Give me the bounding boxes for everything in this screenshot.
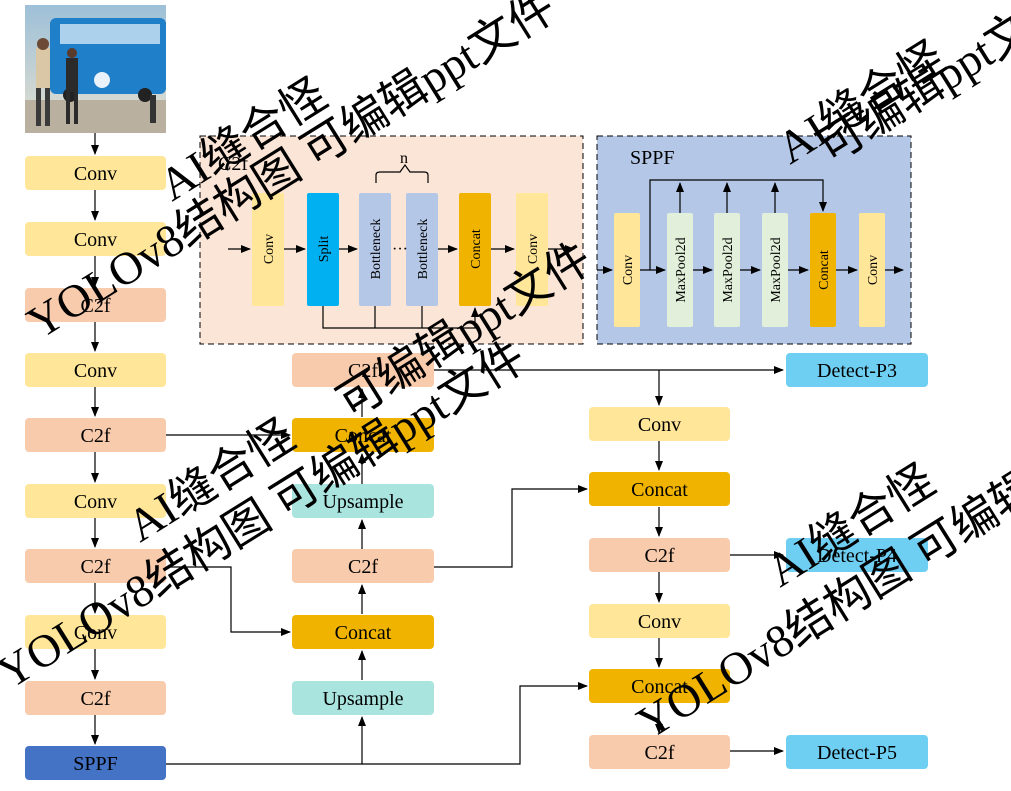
- sppf-panel-maxpool-1: [667, 213, 693, 327]
- backbone-label-3: C2f: [81, 295, 111, 317]
- backbone-node-1: [25, 156, 166, 190]
- input-image: [25, 5, 166, 133]
- head: Conv Concat C2f Conv Concat C2f: [589, 407, 730, 769]
- head-conv-a-label: Conv: [638, 414, 681, 436]
- c2f-panel-concat-label: Concat: [469, 229, 484, 269]
- detect-p4-label: Detect-P4: [817, 545, 897, 567]
- head-conv-b: [589, 604, 730, 638]
- connectors: [91, 133, 784, 765]
- c2f-panel-conv-out-label: Conv: [526, 234, 541, 264]
- c2f-panel-split-label: Split: [317, 236, 332, 263]
- detect-p5: [786, 735, 928, 769]
- n-brace: [375, 163, 429, 183]
- neck-upsample-a: [292, 484, 434, 518]
- backbone-node-2: [25, 222, 166, 256]
- detect-p3-label: Detect-P3: [817, 360, 897, 382]
- c2f-panel-concat: [459, 193, 491, 306]
- neck-c2f-mid-label: C2f: [348, 556, 378, 578]
- sppf-panel-conv-out-label: Conv: [866, 255, 881, 285]
- head-concat-a: [589, 472, 730, 506]
- backbone-node-3: [25, 288, 166, 322]
- neck-c2f-top-label: C2f: [348, 360, 378, 382]
- c2f-panel-conv-in: [252, 193, 284, 306]
- head-c2f-a: [589, 538, 730, 572]
- neck-c2f-mid: [292, 549, 434, 583]
- backbone-node-5: [25, 418, 166, 452]
- backbone-label-5: C2f: [81, 425, 111, 447]
- sppf-panel-maxpool-1-label: MaxPool2d: [674, 237, 689, 302]
- backbone-label-9: C2f: [81, 688, 111, 710]
- sppf-panel-maxpool-3: [762, 213, 788, 327]
- head-concat-a-label: Concat: [631, 479, 688, 501]
- neck-concat-a-label: Concat: [335, 425, 392, 447]
- detect-heads: Detect-P3 Detect-P4 Detect-P5: [786, 353, 928, 769]
- neck-upsample-b: [292, 681, 434, 715]
- c2f-panel-bottleneck-2-label: Bottleneck: [416, 219, 431, 280]
- detect-p3: [786, 353, 928, 387]
- neck-c2f-top: [292, 353, 434, 387]
- sppf-panel-concat-label: Concat: [817, 250, 832, 290]
- c2f-panel-bottleneck-2: [406, 193, 438, 306]
- sppf-panel-conv-in: [614, 213, 640, 327]
- neck-concat-b: [292, 615, 434, 649]
- backbone-label-8: Conv: [74, 622, 117, 644]
- c2f-panel-title: C2f: [218, 153, 248, 175]
- neck-upsample-b-label: Upsample: [322, 688, 403, 710]
- backbone-node-8: [25, 615, 166, 649]
- backbone: Conv Conv C2f Conv C2f Conv C2f Conv C2f…: [25, 156, 166, 780]
- sppf-panel-maxpool-3-label: MaxPool2d: [769, 237, 784, 302]
- c2f-panel-bottleneck-1-label: Bottleneck: [369, 219, 384, 280]
- head-concat-b: [589, 669, 730, 703]
- n-repeat-label: n: [400, 150, 408, 167]
- c2f-panel-split: [307, 193, 339, 306]
- c2f-panel-conv-in-label: Conv: [262, 234, 277, 264]
- c2f-panel-bottleneck-1: [359, 193, 391, 306]
- head-c2f-b-label: C2f: [645, 742, 675, 764]
- bottleneck-ellipsis: ···: [392, 241, 408, 258]
- head-c2f-b: [589, 735, 730, 769]
- neck-concat-a: [292, 418, 434, 452]
- neck-upsample-a-label: Upsample: [322, 491, 403, 513]
- head-conv-b-label: Conv: [638, 611, 681, 633]
- sppf-panel-conv-out: [859, 213, 885, 327]
- backbone-node-7: [25, 549, 166, 583]
- backbone-label-7: C2f: [81, 556, 111, 578]
- backbone-label-2: Conv: [74, 229, 117, 251]
- sppf-panel-conv-in-label: Conv: [621, 255, 636, 285]
- head-conv-a: [589, 407, 730, 441]
- sppf-panel-concat: [810, 213, 836, 327]
- head-concat-b-label: Concat: [631, 676, 688, 698]
- c2f-detail-panel: C2f n Conv Split Bottleneck Bottleneck C…: [199, 135, 584, 345]
- backbone-label-sppf: SPPF: [73, 753, 118, 775]
- backbone-label-4: Conv: [74, 360, 117, 382]
- backbone-node-9: [25, 681, 166, 715]
- neck: C2f Concat Upsample C2f Concat Upsample: [292, 353, 434, 715]
- backbone-label-6: Conv: [74, 491, 117, 513]
- neck-concat-b-label: Concat: [335, 622, 392, 644]
- backbone-node-4: [25, 353, 166, 387]
- detect-p4: [786, 538, 928, 572]
- detect-p5-label: Detect-P5: [817, 742, 897, 764]
- backbone-label-1: Conv: [74, 163, 117, 185]
- sppf-panel-maxpool-2: [714, 213, 740, 327]
- head-c2f-a-label: C2f: [645, 545, 675, 567]
- sppf-panel-title: SPPF: [630, 147, 675, 169]
- backbone-node-sppf: [25, 746, 166, 780]
- sppf-panel-maxpool-2-label: MaxPool2d: [721, 237, 736, 302]
- backbone-node-6: [25, 484, 166, 518]
- c2f-panel-conv-out: [516, 193, 548, 306]
- sppf-detail-panel: SPPF Conv MaxPool2d MaxPool2d MaxPool2d …: [596, 135, 912, 345]
